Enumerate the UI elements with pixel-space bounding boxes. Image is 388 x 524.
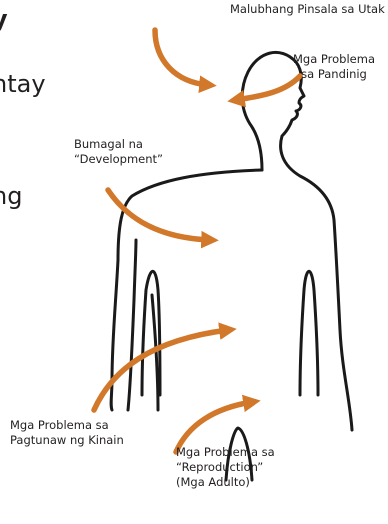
label-hearing-problems: Mga Problema sa Pandinig xyxy=(280,52,388,82)
right-torso-outline xyxy=(300,271,318,395)
label-hearing-line-2: sa Pandinig xyxy=(280,67,388,82)
label-digestion-line-1: Mga Problema sa xyxy=(10,418,170,433)
label-development-line-2: “Development” xyxy=(74,152,194,167)
left-inner-arm-outline xyxy=(128,240,136,410)
label-reproduction-line-2: “Reproduction” xyxy=(176,460,336,475)
arrow-brain xyxy=(155,30,208,85)
label-hearing-line-1: Mga Problema xyxy=(280,52,388,67)
label-reproduction-line-3: (Mga Adulto) xyxy=(176,475,336,490)
head-outline xyxy=(242,52,352,430)
label-reproduction-problems: Mga Problema sa “Reproduction” (Mga Adul… xyxy=(176,445,336,490)
label-brain-damage: Malubhang Pinsala sa Utak xyxy=(230,2,388,17)
label-development-line-1: Bumagal na xyxy=(74,137,194,152)
label-digestion-problems: Mga Problema sa Pagtunaw ng Kinain xyxy=(10,418,170,448)
label-reproduction-line-1: Mga Problema sa xyxy=(176,445,336,460)
label-slowed-development: Bumagal na “Development” xyxy=(74,137,194,167)
label-digestion-line-2: Pagtunaw ng Kinain xyxy=(10,433,170,448)
label-brain-text: Malubhang Pinsala sa Utak xyxy=(230,2,385,16)
